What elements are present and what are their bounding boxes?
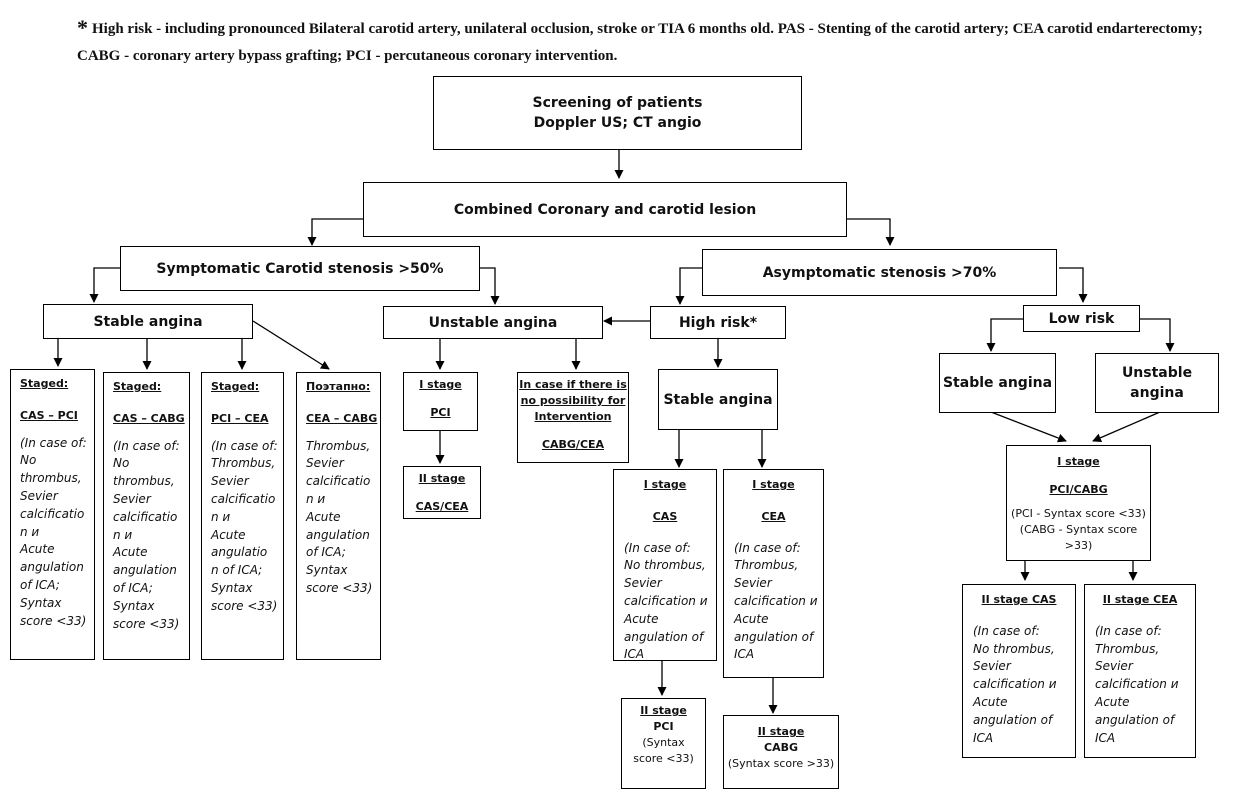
staged-cas-pci-procedure: CAS – PCI xyxy=(20,408,78,422)
arrow-unstable-right-to-stage1 xyxy=(1092,411,1161,442)
symptomatic-stenosis-box: Symptomatic Carotid stenosis >50% xyxy=(120,246,480,291)
low-risk-label: Low risk xyxy=(1048,310,1115,327)
staged-cea-cabg-box: Поэтапно: CEA – CABG Thrombus, Sevier ca… xyxy=(296,372,381,660)
arrow-combined-to-asymptomatic xyxy=(846,218,895,246)
hr-stage2-pci-note: (Syntax score <33) xyxy=(633,736,694,765)
high-risk-label: High risk* xyxy=(678,314,758,331)
stable-angina-mid-label: Stable angina xyxy=(663,391,773,408)
staged-pci-cea-conditions: (In case of: Thrombus, Sevier calcificat… xyxy=(211,438,278,613)
screening-box: Screening of patients Doppler US; CT ang… xyxy=(433,76,802,150)
footnote-star: * xyxy=(77,15,88,40)
hr-stage1-cas-heading: I stage xyxy=(643,478,687,491)
arrow-symptomatic-to-stable xyxy=(89,267,120,303)
staged-cas-cabg-conditions: (In case of: No thrombus, Sevier calcifi… xyxy=(113,438,180,631)
lr-stage2-cas-box: II stage CAS (In case of: No thrombus, S… xyxy=(962,584,1076,758)
staged-cea-cabg-heading: Поэтапно: xyxy=(306,380,371,393)
unstable-stage1-box: I stage PCI xyxy=(403,372,478,431)
arrow-combined-to-symptomatic xyxy=(307,218,363,246)
unstable-stage1-heading: I stage xyxy=(419,378,462,391)
hr-stage2-cabg-box: II stage CABG (Syntax score >33) xyxy=(723,715,839,789)
staged-cas-cabg-box: Staged: CAS – CABG (In case of: No throm… xyxy=(103,372,190,660)
staged-cea-cabg-conditions: Thrombus, Sevier calcificatio n и Acute … xyxy=(306,438,373,595)
combined-lesion-label: Combined Coronary and carotid lesion xyxy=(453,201,757,218)
staged-cas-pci-heading: Staged: xyxy=(20,377,69,390)
lr-stage2-cas-heading: II stage CAS xyxy=(981,593,1057,606)
hr-stage1-cea-conditions: (In case of: Thrombus, Sevier calcificat… xyxy=(734,540,818,662)
unstable-angina-right-label: Unstable angina xyxy=(1121,365,1193,401)
hr-stage2-pci-procedure: PCI xyxy=(653,720,674,733)
staged-cas-cabg-heading: Staged: xyxy=(113,380,162,393)
arrow-lowrisk-to-unstable xyxy=(1140,318,1175,352)
unstable-stage2-box: II stage CAS/CEA xyxy=(403,466,481,519)
staged-cas-pci-conditions: (In case of: No thrombus, Sevier calcifi… xyxy=(20,435,87,628)
lr-stage1-criteria: (PCI - Syntax score <33) (CABG - Syntax … xyxy=(1011,507,1146,552)
arrow-stable-right-to-stage1 xyxy=(990,411,1067,443)
hr-stage2-cabg-note: (Syntax score >33) xyxy=(727,757,835,770)
unstable-stage1-procedure: PCI xyxy=(430,406,451,419)
hr-stage2-cabg-procedure: CABG xyxy=(764,741,798,754)
low-risk-box: Low risk xyxy=(1023,305,1140,332)
stable-angina-left-box: Stable angina xyxy=(43,304,253,339)
screening-line1: Screening of patients xyxy=(532,95,703,111)
staged-cas-pci-box: Staged: CAS – PCI (In case of: No thromb… xyxy=(10,369,95,660)
hr-stage2-pci-box: II stage PCI (Syntax score <33) xyxy=(621,698,706,789)
staged-cas-cabg-procedure: CAS – CABG xyxy=(113,411,185,425)
arrow-lowrisk-to-stable xyxy=(986,318,1023,352)
symptomatic-stenosis-label: Symptomatic Carotid stenosis >50% xyxy=(156,260,444,277)
no-intervention-box: In case if there is no possibility for I… xyxy=(517,372,629,463)
lr-stage2-cas-conditions: (In case of: No thrombus, Sevier calcifi… xyxy=(973,623,1057,745)
no-intervention-heading: In case if there is no possibility for I… xyxy=(519,378,627,423)
lr-stage1-procedure: PCI/CABG xyxy=(1049,483,1108,496)
high-risk-box: High risk* xyxy=(650,306,786,339)
arrow-asymptomatic-to-highrisk xyxy=(675,267,702,305)
arrow-asymptomatic-to-lowrisk xyxy=(1059,267,1088,303)
hr-stage1-cea-procedure: CEA xyxy=(761,509,786,523)
hr-stage2-pci-heading: II stage xyxy=(640,704,687,717)
unstable-stage2-heading: II stage xyxy=(418,472,466,485)
lr-stage2-cea-box: II stage CEA (In case of: Thrombus, Sevi… xyxy=(1084,584,1196,758)
staged-pci-cea-procedure: PCI – CEA xyxy=(211,411,269,425)
lr-stage1-heading: I stage xyxy=(1057,455,1100,468)
unstable-angina-box: Unstable angina xyxy=(383,306,603,339)
combined-lesion-box: Combined Coronary and carotid lesion xyxy=(363,182,847,237)
stable-angina-right-label: Stable angina xyxy=(942,375,1053,391)
arrow-stable-to-cea-cabg xyxy=(252,320,330,370)
staged-pci-cea-box: Staged: PCI – CEA (In case of: Thrombus,… xyxy=(201,372,284,660)
hr-stage1-cas-procedure: CAS xyxy=(652,509,678,523)
hr-stage2-cabg-heading: II stage xyxy=(757,725,805,738)
unstable-angina-right-box: Unstable angina xyxy=(1095,353,1219,413)
unstable-stage2-procedure: CAS/CEA xyxy=(415,500,469,513)
stable-angina-left-label: Stable angina xyxy=(93,313,203,330)
no-intervention-procedure: CABG/CEA xyxy=(541,438,605,451)
unstable-angina-label: Unstable angina xyxy=(428,314,558,331)
footnote-text: High risk - including pronounced Bilater… xyxy=(77,21,1203,64)
asymptomatic-stenosis-box: Asymptomatic stenosis >70% xyxy=(702,249,1057,296)
asymptomatic-stenosis-label: Asymptomatic stenosis >70% xyxy=(762,264,997,281)
stable-angina-right-box: Stable angina xyxy=(939,353,1056,413)
hr-stage1-cea-heading: I stage xyxy=(752,478,795,491)
screening-line2: Doppler US; CT angio xyxy=(533,115,702,131)
staged-cea-cabg-procedure: CEA – CABG xyxy=(306,411,378,425)
lr-stage1-box: I stage PCI/CABG (PCI - Syntax score <33… xyxy=(1006,445,1151,561)
lr-stage2-cea-conditions: (In case of: Thrombus, Sevier calcificat… xyxy=(1095,623,1179,745)
hr-stage1-cea-box: I stage CEA (In case of: Thrombus, Sevie… xyxy=(723,469,824,678)
stable-angina-mid-box: Stable angina xyxy=(658,369,778,430)
hr-stage1-cas-box: I stage CAS (In case of: No thrombus, Se… xyxy=(613,469,717,661)
arrow-symptomatic-to-unstable xyxy=(480,267,500,305)
staged-pci-cea-heading: Staged: xyxy=(211,380,260,393)
hr-stage1-cas-conditions: (In case of: No thrombus, Sevier calcifi… xyxy=(624,540,708,662)
lr-stage2-cea-heading: II stage CEA xyxy=(1102,593,1178,606)
footnote: *High risk - including pronounced Bilate… xyxy=(77,14,1217,70)
